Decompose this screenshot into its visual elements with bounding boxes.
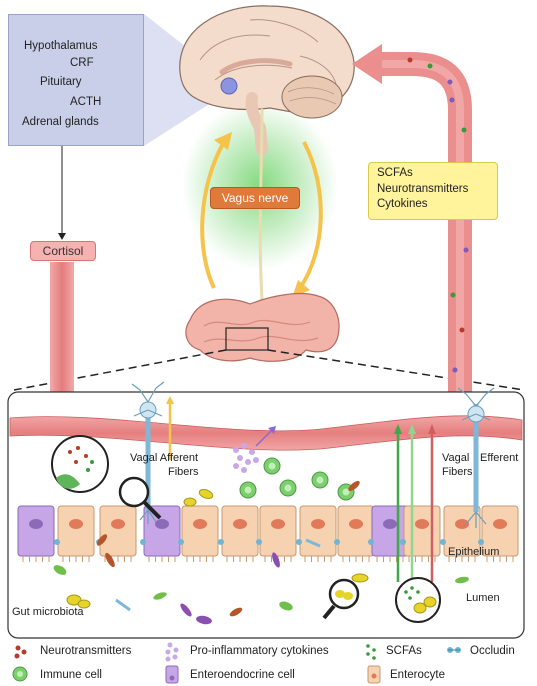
enterocyte-cell (99, 505, 137, 557)
enteroendocrine-cell-icon (165, 665, 179, 684)
vagal-efferent-arrow (298, 141, 323, 290)
hpa-axis-box (8, 14, 144, 146)
enterocyte-cell (299, 505, 337, 557)
cortisol-label: Cortisol (30, 241, 96, 261)
cell-nucleus (193, 519, 207, 529)
gut-to-brain-arrowhead (352, 44, 382, 84)
occludin-junction (54, 539, 60, 545)
magnifier-neurotransmitter-release (51, 435, 109, 493)
cell-nucleus (233, 519, 247, 529)
legend-scfas: SCFAs (386, 645, 422, 657)
hypothalamus-marker (220, 77, 238, 95)
cytokines-icon (165, 642, 179, 662)
cell-nucleus (29, 519, 43, 529)
cytokine-cluster (233, 443, 259, 473)
vagal-afferent-label-line1: Vagal Afferent (130, 452, 199, 464)
adrenal-glands-label: Adrenal glands (22, 116, 99, 128)
hypothalamus-label: Hypothalamus (24, 40, 98, 52)
afferent-signal-arrowhead (166, 396, 174, 404)
brain (179, 5, 355, 156)
acth-label: ACTH (70, 96, 102, 108)
gut-to-brain-pipe (380, 52, 472, 420)
vagal-efferent-neuron (457, 387, 495, 528)
signal-neurotransmitters: Neurotransmitters (377, 182, 469, 195)
occludin-junction (256, 539, 262, 545)
magnifier-glass-afferent (118, 476, 162, 520)
occludin-icon (447, 647, 461, 653)
pituitary-label: Pituitary (40, 76, 82, 88)
enteroendocrine-cell (17, 505, 55, 557)
cell-nucleus (111, 519, 125, 529)
light-green-arrowhead (408, 424, 416, 434)
occludin-junction (140, 539, 146, 545)
gut-microbiota-label: Gut microbiota (12, 606, 84, 618)
vagus-nerve-label: Vagus nerve (210, 187, 300, 209)
cytokine-arrowhead (268, 426, 276, 434)
legend-icons (12, 642, 461, 684)
neurotransmitters-icon (14, 645, 27, 659)
lumen-label: Lumen (466, 592, 500, 604)
intestine-zoom-box (225, 327, 269, 351)
scfas-icon (366, 644, 376, 660)
cell-nucleus (69, 519, 83, 529)
red-arrowhead (428, 424, 436, 434)
signal-cytokines: Cytokines (377, 198, 428, 210)
vagal-afferent-arrowhead (214, 132, 232, 150)
enterocyte-cell (57, 505, 95, 557)
occludin-junction (218, 539, 224, 545)
cell-nucleus (415, 519, 429, 529)
crf-label: CRF (70, 57, 94, 69)
immune-cells (239, 457, 355, 501)
enterocyte-cell (221, 505, 259, 557)
enterocyte-cell (403, 505, 441, 557)
occludin-junction (478, 539, 484, 545)
occludin-junction (400, 539, 406, 545)
signal-scfas: SCFAs (377, 167, 413, 179)
green-arrowhead (394, 424, 402, 434)
occludin-junction (296, 539, 302, 545)
epithelium-label: Epithelium (448, 546, 500, 558)
cytokine-arrow (255, 429, 273, 447)
vagal-afferent-arrow (200, 141, 226, 289)
immune-cell-icon (12, 666, 28, 682)
cell-nucleus (155, 519, 169, 529)
occludin-junction (440, 539, 446, 545)
gut-blood-vessel (9, 415, 523, 451)
enteroendocrine-cell (371, 505, 409, 557)
cortisol-arrow-shaft (50, 262, 74, 404)
cell-nucleus (455, 519, 469, 529)
cell-nucleus (493, 519, 507, 529)
zoom-line-left (13, 349, 227, 391)
cell-nucleus (349, 519, 363, 529)
intestines (185, 293, 340, 362)
signals-box: SCFAs Neurotransmitters Cytokines (368, 162, 498, 220)
cell-nucleus (383, 519, 397, 529)
enteroendocrine-cell (143, 505, 181, 557)
occludin-junction (334, 539, 340, 545)
legend-enteroendocrine-cell: Enteroendocrine cell (190, 669, 295, 681)
cell-nucleus (271, 519, 285, 529)
vagal-efferent-label-efferent: Efferent (480, 452, 519, 464)
vagal-afferent-label-line2: Fibers (168, 466, 199, 478)
magnifier-glass-lumen (322, 578, 360, 620)
occludin-junction (178, 539, 184, 545)
legend-immune-cell: Immune cell (40, 669, 102, 681)
vagal-efferent-label-vagal: Vagal (442, 452, 470, 464)
legend-enterocyte: Enterocyte (390, 669, 445, 681)
legend-neurotransmitters: Neurotransmitters (40, 645, 132, 657)
vagal-efferent-label-fibers: Fibers (442, 466, 473, 478)
magnifier-scfa-production (395, 577, 441, 623)
legend-occludin: Occludin (470, 645, 515, 657)
cell-nucleus (311, 519, 325, 529)
occludin-junction (368, 539, 374, 545)
arrowhead-3 (58, 233, 66, 240)
enterocyte-cell (337, 505, 375, 557)
enterocyte-cell (259, 505, 297, 557)
zoom-line-right (267, 349, 525, 391)
enterocyte-icon (367, 665, 381, 684)
enterocyte-cell (181, 505, 219, 557)
legend-pro-inflammatory-cytokines: Pro-inflammatory cytokines (190, 645, 329, 657)
